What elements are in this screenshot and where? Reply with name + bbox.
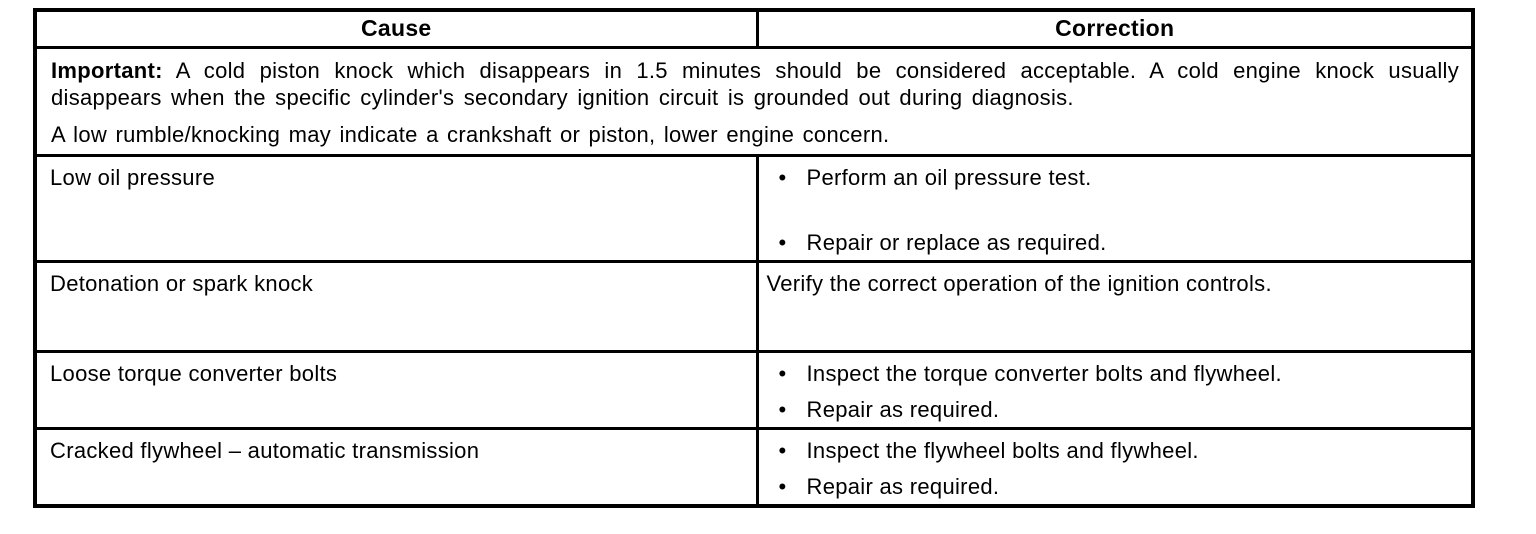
bullet-icon: • bbox=[778, 396, 787, 422]
correction-cell: • Perform an oil pressure test. • Repair o… bbox=[755, 154, 1475, 263]
cause-cell: Cracked flywheel – automatic transmissio… bbox=[33, 427, 759, 508]
correction-item-text: Inspect the torque converter bolts and f… bbox=[806, 361, 1282, 386]
correction-cell: • Inspect the flywheel bolts and flywheel… bbox=[755, 427, 1475, 508]
bullet-icon: • bbox=[778, 229, 787, 255]
table-row: Detonation or spark knock Verify the cor… bbox=[33, 260, 1475, 353]
important-note-paragraph: Important: A cold piston knock which dis… bbox=[51, 57, 1459, 112]
cause-column-header: Cause bbox=[33, 8, 759, 49]
correction-item-text: Inspect the flywheel bolts and flywheel. bbox=[806, 438, 1199, 463]
correction-item: • Repair as required. bbox=[779, 473, 1464, 501]
correction-item-text: Repair as required. bbox=[806, 396, 1000, 422]
important-note-text: A cold piston knock which disappears in … bbox=[51, 57, 1459, 111]
important-label: Important: bbox=[51, 57, 163, 83]
important-note-row: Important: A cold piston knock which dis… bbox=[33, 45, 1475, 157]
bullet-icon: • bbox=[778, 165, 787, 190]
correction-item: • Perform an oil pressure test. bbox=[779, 164, 1464, 192]
cause-cell: Low oil pressure bbox=[33, 154, 759, 263]
bullet-icon: • bbox=[778, 361, 787, 386]
correction-item: • Repair as required. bbox=[779, 396, 1464, 424]
bullet-icon: • bbox=[778, 438, 787, 463]
correction-list: • Inspect the flywheel bolts and flywheel… bbox=[759, 437, 1464, 500]
correction-list: • Perform an oil pressure test. • Repair o… bbox=[759, 164, 1464, 256]
table-row: Loose torque converter bolts • Inspect th… bbox=[33, 350, 1475, 430]
table-header-row: Cause Correction bbox=[33, 8, 1475, 49]
correction-cell: • Inspect the torque converter bolts and … bbox=[755, 350, 1475, 430]
correction-list: • Inspect the torque converter bolts and … bbox=[759, 360, 1464, 423]
correction-item-text: Repair or replace as required. bbox=[806, 229, 1107, 255]
table-row: Cracked flywheel – automatic transmissio… bbox=[33, 427, 1475, 508]
correction-item-text: Perform an oil pressure test. bbox=[806, 165, 1092, 190]
correction-column-header: Correction bbox=[755, 8, 1475, 49]
important-note-paragraph-2: A low rumble/knocking may indicate a cra… bbox=[51, 121, 890, 147]
cause-cell: Loose torque converter bolts bbox=[33, 350, 759, 430]
cause-correction-table: Cause Correction Important: A cold pisto… bbox=[33, 8, 1475, 508]
important-note-cell: Important: A cold piston knock which dis… bbox=[33, 45, 1475, 157]
correction-item: • Repair or replace as required. bbox=[779, 229, 1464, 257]
bullet-icon: • bbox=[778, 473, 787, 499]
correction-item: • Inspect the torque converter bolts and … bbox=[779, 360, 1464, 388]
correction-item: • Inspect the flywheel bolts and flywheel… bbox=[779, 437, 1464, 465]
cause-cell: Detonation or spark knock bbox=[33, 260, 759, 353]
correction-item-text: Repair as required. bbox=[806, 473, 1000, 499]
correction-cell: Verify the correct operation of the igni… bbox=[755, 260, 1475, 353]
table-row: Low oil pressure • Perform an oil pressur… bbox=[33, 154, 1475, 263]
